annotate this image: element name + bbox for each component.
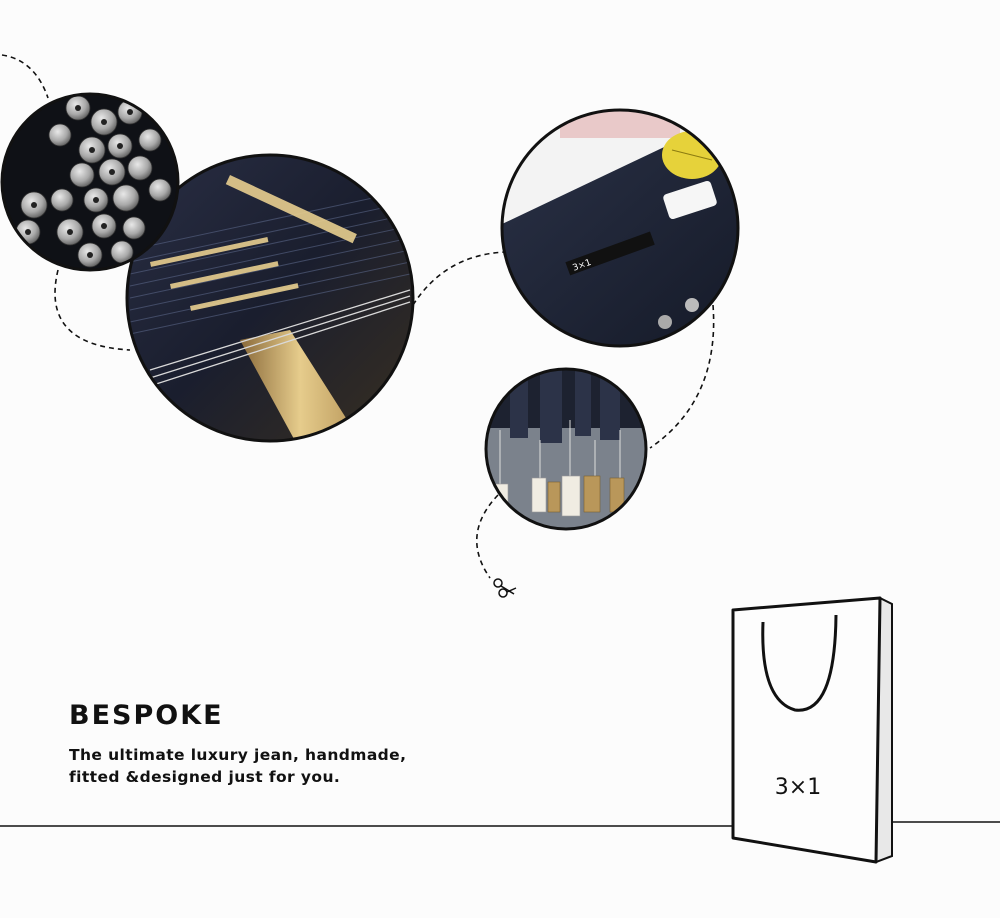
label-photo: 3×1 — [500, 108, 740, 348]
tags-photo — [484, 367, 648, 531]
loom-photo — [125, 153, 415, 443]
thread-path — [1, 54, 715, 579]
tagline: The ultimate luxury jean, handmade, fitte… — [69, 744, 469, 788]
rivets-photo — [0, 92, 180, 272]
scissors-icon — [493, 578, 517, 598]
tagline-line-1: The ultimate luxury jean, handmade, — [69, 746, 407, 764]
page-title: BESPOKE — [69, 700, 224, 731]
shopping-bag: 3×1 — [731, 596, 893, 864]
bag-logo: 3×1 — [775, 775, 821, 800]
tagline-line-2: fitted &designed just for you. — [69, 768, 341, 786]
